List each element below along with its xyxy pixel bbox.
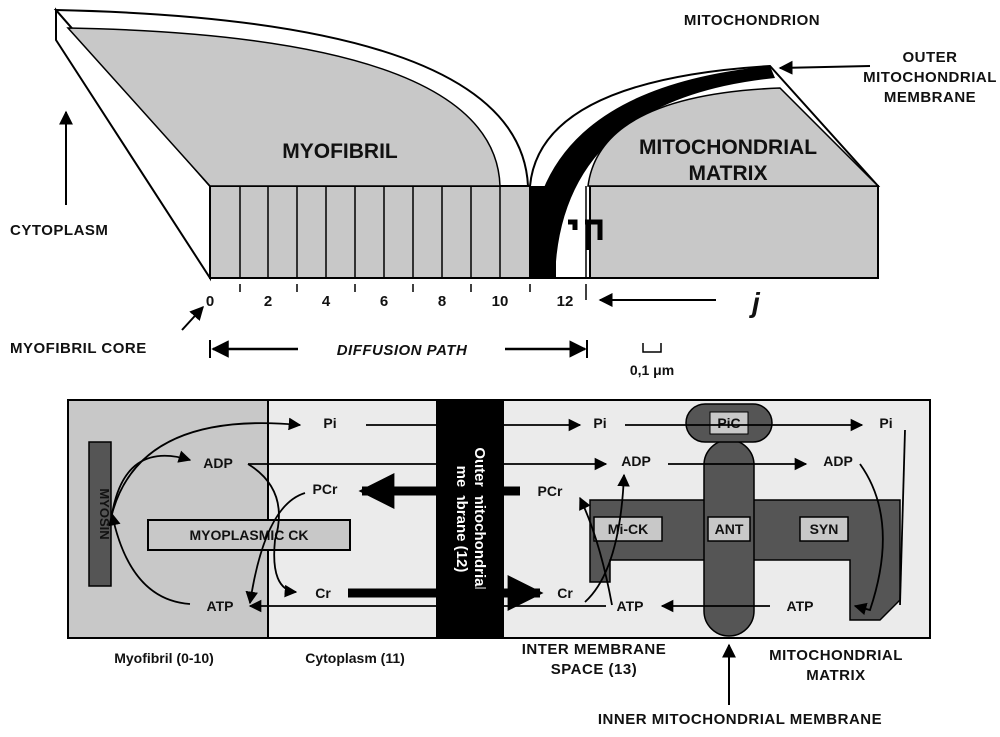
thick-arrows	[348, 473, 544, 611]
tick-label: 6	[380, 293, 388, 310]
cr-label: Cr	[557, 585, 573, 601]
outer-membrane-label-2: MITOCHONDRIAL	[863, 69, 997, 86]
bottom-panel: MYOSIN MYOPLASMIC CK Outer mitochondrial…	[67, 399, 931, 639]
outer-membrane-arrow	[778, 60, 871, 75]
ant-label: ANT	[715, 521, 744, 537]
region-intermembrane-1: INTER MEMBRANE	[522, 641, 667, 658]
j-label: j	[748, 287, 761, 318]
myoplasmic-ck-box	[147, 519, 351, 551]
tick-label: 8	[438, 293, 446, 310]
myosin-label: MYOSIN	[97, 488, 112, 539]
axis-ticks: 0 2 4 6 8 10 12	[206, 284, 587, 310]
scale-label: 0,1 μm	[630, 362, 674, 378]
pcr-label: PCr	[313, 481, 338, 497]
ant-box	[707, 516, 751, 542]
matrix-label-2: MATRIX	[689, 162, 768, 185]
region-matrix-1: MITOCHONDRIAL	[769, 647, 903, 664]
myofibril-block	[53, 7, 881, 282]
pi-label: Pi	[323, 415, 336, 431]
tick-label: 10	[492, 293, 509, 310]
tick-label: 0	[206, 293, 214, 310]
cytoplasm-label: CYTOPLASM	[10, 222, 108, 239]
metabolites: Pi Pi Pi ADP ADP ADP PCr PCr ATP ATP ATP…	[203, 415, 892, 614]
atp-label: ATP	[207, 598, 234, 614]
cr-label: Cr	[315, 585, 331, 601]
core-label: MYOFIBRIL CORE	[10, 340, 147, 357]
pi-label: Pi	[879, 415, 892, 431]
myoplasmic-ck-label: MYOPLASMIC CK	[190, 527, 309, 543]
core-arrow	[181, 305, 204, 331]
mitochondrion-label: MITOCHONDRION	[684, 12, 820, 29]
mi-ck-box	[593, 516, 663, 542]
adp-label: ADP	[203, 455, 233, 471]
pi-label: Pi	[593, 415, 606, 431]
region-cytoplasm: Cytoplasm (11)	[305, 650, 405, 666]
flow-arrows	[108, 417, 906, 616]
region-myofibril: Myofibril (0-10)	[114, 650, 214, 666]
outer-membrane-label-1: OUTER	[903, 49, 958, 66]
outer-membrane-label-3: MEMBRANE	[884, 89, 976, 106]
region-inner-membrane: INNER MITOCHONDRIAL MEMBRANE	[598, 711, 882, 728]
pic-label: PiC	[717, 415, 740, 431]
syn-label: SYN	[810, 521, 839, 537]
pcr-label: PCr	[538, 483, 563, 499]
atp-label: ATP	[787, 598, 814, 614]
mi-ck-label: Mi-CK	[608, 521, 648, 537]
tick-label: 2	[264, 293, 272, 310]
adp-label: ADP	[823, 453, 853, 469]
myofibril-label: MYOFIBRIL	[282, 140, 398, 163]
region-intermembrane-2: SPACE (13)	[551, 661, 637, 678]
matrix-label-1: MITOCHONDRIAL	[639, 136, 817, 159]
atp-label: ATP	[617, 598, 644, 614]
scale-bar	[642, 343, 662, 353]
diffusion-label: DIFFUSION PATH	[337, 342, 468, 359]
adp-label: ADP	[621, 453, 651, 469]
syn-box	[799, 516, 849, 542]
outer-membrane-box-label-2: membrane (12)	[453, 466, 470, 573]
tick-label: 4	[322, 293, 331, 310]
region-matrix-2: MATRIX	[806, 667, 865, 684]
outer-membrane-box-label-1: Outer mitochondrial	[471, 447, 488, 590]
tick-label: 12	[557, 293, 574, 310]
